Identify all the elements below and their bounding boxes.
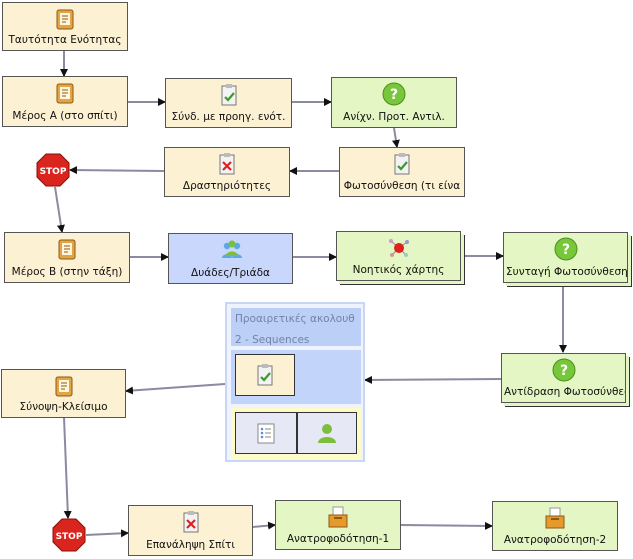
- activity-label: Μέρος Β (στην τάξη): [11, 266, 123, 278]
- activity-antidrasi-fotosynthesis[interactable]: ? Αντίδραση Φωτοσύνθεσ: [501, 353, 626, 403]
- activity-fotosynthesi-ti-einai[interactable]: Φωτοσύνθεση (τι είνα: [339, 147, 465, 197]
- stop-sign[interactable]: STOP: [52, 518, 86, 552]
- checklist-icon: [254, 421, 278, 445]
- user-icon: [315, 421, 339, 445]
- connector: [54, 186, 65, 233]
- activity-label: Φωτοσύνθεση (τι είνα: [343, 180, 461, 192]
- activity-label: Επανάληψη Σπίτι: [146, 539, 235, 551]
- clipboard-cross-icon: [179, 510, 203, 534]
- connector: [364, 375, 502, 384]
- stop-label: STOP: [56, 532, 83, 542]
- activity-syntagi-fotosynthesis[interactable]: ? Συνταγή Φωτοσύνθεσης: [503, 232, 628, 283]
- stop-sign[interactable]: STOP: [36, 153, 70, 187]
- notebook-icon: [55, 237, 79, 261]
- svg-text:?: ?: [561, 242, 569, 258]
- notebook-icon: [53, 81, 77, 105]
- activity-label: Συνταγή Φωτοσύνθεσης: [506, 266, 627, 278]
- activity-anatrofodotisi-1[interactable]: Ανατροφοδότηση-1: [275, 500, 401, 550]
- activity-label: Ανατροφοδότηση-2: [503, 534, 607, 546]
- activity-tautotita-enotitas[interactable]: Ταυτότητα Ενότητας: [2, 2, 128, 51]
- activity-label: Νοητικός χάρτης: [352, 264, 445, 276]
- svg-text:?: ?: [559, 363, 567, 379]
- activity-meros-a[interactable]: Μέρος Α (στο σπίτι): [2, 76, 128, 127]
- notebook-icon: [53, 7, 77, 31]
- help-icon: ?: [554, 237, 578, 261]
- stop-label: STOP: [40, 167, 67, 177]
- mindmap-icon: [387, 236, 411, 260]
- sequence-activity-slot[interactable]: [235, 412, 297, 454]
- connector: [63, 416, 72, 519]
- group-icon: [219, 238, 243, 262]
- activity-anatrofodotisi-2[interactable]: Ανατροφοδότηση-2: [492, 501, 618, 551]
- submit-box-icon: [326, 505, 350, 529]
- clipboard-check-icon: [253, 363, 277, 387]
- activity-meros-b[interactable]: Μέρος Β (στην τάξη): [4, 232, 130, 283]
- activity-label: Αντίδραση Φωτοσύνθεσ: [504, 386, 625, 398]
- svg-text:?: ?: [390, 87, 398, 103]
- activity-anixneusi-antilipseon[interactable]: ? Ανίχν. Προτ. Αντιλ.: [331, 77, 457, 128]
- optional-group-title: Προαιρετικές ακολουθ: [235, 313, 355, 325]
- clipboard-check-icon: [390, 152, 414, 176]
- activity-label: Σύνδ. με προηγ. ενότ.: [171, 111, 286, 123]
- connector: [85, 529, 129, 538]
- notebook-icon: [52, 374, 76, 398]
- connector: [125, 383, 226, 395]
- optional-sequences-group[interactable]: Προαιρετικές ακολουθ 2 - Sequences: [225, 302, 365, 462]
- activity-label: Σύνοψη-Κλείσιμο: [19, 401, 108, 413]
- activity-syndesi-proigoumeni[interactable]: Σύνδ. με προηγ. ενότ.: [165, 78, 292, 128]
- activity-drastiriotites[interactable]: Δραστηριότητες: [164, 147, 290, 197]
- help-icon: ?: [382, 82, 406, 106]
- connector: [391, 127, 400, 148]
- sequence-activity-slot[interactable]: [297, 412, 357, 454]
- clipboard-cross-icon: [215, 152, 239, 176]
- optional-sequence-1: [231, 350, 361, 404]
- activity-label: Μέρος Α (στο σπίτι): [12, 110, 118, 122]
- optional-group-subtitle: 2 - Sequences: [235, 334, 310, 346]
- optional-sequence-2: [231, 408, 361, 460]
- submit-box-icon: [543, 506, 567, 530]
- sequence-activity-slot[interactable]: [235, 354, 295, 396]
- connector: [400, 521, 493, 530]
- activity-epanalipsi-spiti[interactable]: Επανάληψη Σπίτι: [128, 505, 253, 556]
- activity-label: Δυάδες/Τριάδα: [191, 267, 270, 279]
- connector: [252, 521, 276, 530]
- connector: [69, 166, 165, 175]
- activity-label: Δραστηριότητες: [182, 180, 272, 192]
- activity-noitikos-chartis[interactable]: Νοητικός χάρτης: [336, 231, 461, 281]
- activity-synopsi-kleisimo[interactable]: Σύνοψη-Κλείσιμο: [1, 369, 126, 418]
- help-icon: ?: [552, 358, 576, 382]
- clipboard-check-icon: [217, 83, 241, 107]
- activity-label: Ταυτότητα Ενότητας: [8, 34, 122, 46]
- activity-label: Ανατροφοδότηση-1: [286, 533, 390, 545]
- activity-dyades-triada[interactable]: Δυάδες/Τριάδα: [168, 233, 293, 284]
- activity-label: Ανίχν. Προτ. Αντιλ.: [343, 111, 445, 123]
- optional-group-header: Προαιρετικές ακολουθ 2 - Sequences: [231, 308, 361, 346]
